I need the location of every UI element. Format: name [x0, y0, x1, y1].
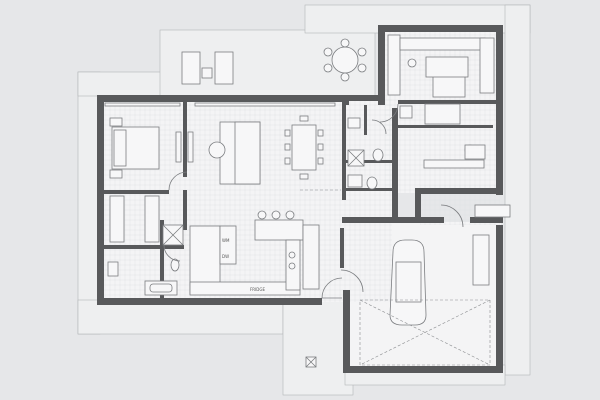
fridge-label: FRIDGE — [250, 287, 265, 292]
nw-paving — [77, 71, 169, 97]
kitchen: WM DW FRIDGE — [189, 210, 320, 296]
exterior-walls — [97, 25, 503, 373]
wardrobe-b — [144, 195, 160, 243]
bathroom-left — [107, 195, 184, 296]
dining-chairs — [284, 115, 324, 180]
bench-right — [425, 56, 469, 78]
washing-machine-label: WM — [222, 238, 230, 243]
terrace-furniture — [181, 38, 367, 85]
sink-centre — [347, 117, 361, 129]
wardrobe-a — [109, 195, 125, 243]
toilet-centre — [372, 148, 384, 162]
window-living — [194, 102, 336, 107]
toilet-left — [170, 258, 180, 272]
shelving — [423, 159, 485, 169]
sun-lounger-1 — [181, 51, 201, 85]
bench — [399, 37, 486, 51]
garage-shelf — [472, 234, 490, 286]
coffee-table — [208, 141, 226, 159]
garage — [340, 234, 491, 366]
desk-right — [387, 34, 401, 96]
east-paving — [504, 4, 531, 376]
counter-south — [189, 281, 301, 296]
living-dining — [104, 102, 341, 191]
south-paving — [77, 299, 284, 335]
west-paving — [77, 71, 101, 335]
sink-lower — [347, 174, 363, 188]
single-bed — [424, 103, 461, 125]
wardrobe-panel — [175, 131, 182, 163]
bed-right — [432, 74, 466, 98]
interior-walls — [104, 100, 496, 300]
window-bed — [104, 102, 181, 107]
wardrobe-right — [479, 37, 495, 94]
sun-lounger-2 — [214, 51, 234, 85]
bedroom-left — [109, 117, 194, 191]
kitchen-island — [254, 219, 304, 241]
entrance-marker — [305, 356, 317, 368]
toilet-lower — [366, 176, 378, 190]
bedroom-door-swing — [168, 171, 188, 191]
garage-door-path — [359, 299, 491, 366]
car — [389, 239, 427, 326]
utility-cabinet — [302, 224, 320, 290]
doors — [321, 204, 511, 299]
dishwasher-label: DW — [222, 254, 229, 259]
sink-left — [107, 261, 119, 277]
patio-table — [331, 46, 359, 74]
bedroom-right — [379, 34, 495, 169]
dining-table — [291, 124, 317, 171]
wc-centre — [347, 117, 387, 190]
entrance-path — [282, 299, 354, 396]
counter-east — [285, 239, 301, 291]
